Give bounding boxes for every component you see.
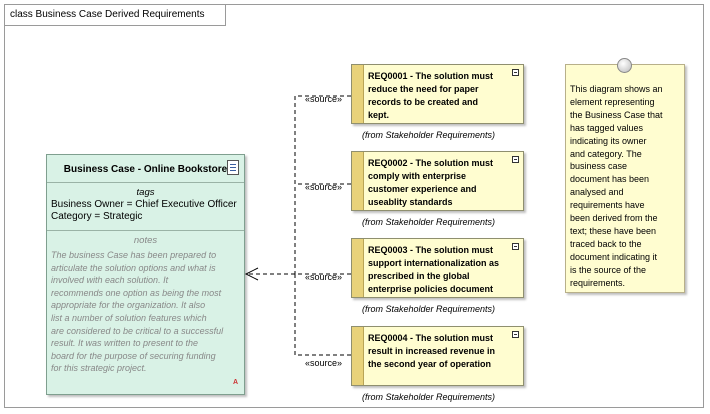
requirement-bar <box>352 239 364 297</box>
corner-mark: A <box>232 379 238 386</box>
document-icon <box>227 160 239 175</box>
business-case-notes: The business Case has been prepared to a… <box>51 249 243 375</box>
requirement-line: REQ0001 - The solution must <box>368 71 494 81</box>
requirement-line: REQ0003 - The solution must <box>368 245 494 255</box>
diagram-note[interactable]: This diagram shows an element representi… <box>565 64 685 293</box>
business-case-divider <box>47 182 244 183</box>
note-line: analysed and <box>570 187 624 198</box>
requirement-bar <box>352 152 364 210</box>
requirement-bar <box>352 327 364 385</box>
note-line: indicating its owner <box>570 135 647 146</box>
requirement-line: customer experience and <box>368 184 477 194</box>
note-line: traced back to the <box>570 238 642 249</box>
notes-line: are considered to be critical to a succe… <box>51 325 224 336</box>
notes-line: articulate the solution options and what… <box>51 262 216 273</box>
requirement-line: enterprise policies document <box>368 284 494 294</box>
diagram-frame <box>4 4 704 408</box>
requirement-icon <box>512 331 519 338</box>
pin-icon <box>617 58 632 73</box>
notes-line: result. It was written to present to the <box>51 338 199 349</box>
requirement-line: kept. <box>368 110 390 120</box>
requirement-bar <box>352 65 364 123</box>
notes-line: recommends one option as being the most <box>51 287 222 298</box>
requirement-line: support internationalization as <box>368 258 500 268</box>
requirement-req0001[interactable]: REQ0001 - The solution must reduce the n… <box>351 64 524 124</box>
business-case-divider <box>47 230 244 231</box>
requirement-line: records to be created and <box>368 97 479 107</box>
note-line: has tagged values <box>570 122 644 133</box>
requirement-req0004[interactable]: REQ0004 - The solution must result in in… <box>351 326 524 386</box>
note-line: been derived from the <box>570 213 658 224</box>
connector-req0001 <box>294 95 351 274</box>
connector-req0004 <box>294 274 351 356</box>
note-line: and category. The <box>570 148 642 159</box>
tag-business-owner: Business Owner = Chief Executive Officer <box>51 199 237 210</box>
requirement-line: prescribed in the global <box>368 271 470 281</box>
notes-line: for this strategic project. <box>51 363 147 374</box>
notes-line: The business Case has been prepared to <box>51 250 217 260</box>
requirement-package-label: (from Stakeholder Requirements) <box>362 217 496 227</box>
requirement-req0002[interactable]: REQ0002 - The solution must comply with … <box>351 151 524 211</box>
note-line: element representing <box>570 96 655 107</box>
requirement-line: useablity standards <box>368 197 453 207</box>
requirement-line: comply with enterprise <box>368 171 467 181</box>
notes-line: involved with each solution. It <box>51 275 169 286</box>
requirement-icon <box>512 243 519 250</box>
note-line: requirements have <box>570 200 645 211</box>
requirement-text: REQ0002 - The solution must comply with … <box>368 157 513 209</box>
requirement-line: REQ0002 - The solution must <box>368 158 494 168</box>
note-line: document indicating it <box>570 251 658 262</box>
notes-line: board for the purpose of securing fundin… <box>51 350 216 361</box>
connector-stereotype-label: «source» <box>305 272 343 282</box>
business-case-title: Business Case - Online Bookstore <box>63 164 228 175</box>
connector-stereotype-label: «source» <box>305 94 343 104</box>
note-line: text; these have been <box>570 225 657 236</box>
diagram-frame-title: class Business Case Derived Requirements <box>4 4 226 26</box>
tag-category: Category = Strategic <box>51 211 143 222</box>
notes-line: appropriate for the organization. It als… <box>51 300 206 311</box>
note-line: document has been <box>570 174 650 185</box>
requirement-package-label: (from Stakeholder Requirements) <box>362 130 496 140</box>
note-text: This diagram shows an element representi… <box>570 83 682 290</box>
notes-line: list a number of solution features which <box>51 312 207 323</box>
requirement-icon <box>512 69 519 76</box>
note-line: This diagram shows an <box>570 84 663 94</box>
requirement-text: REQ0004 - The solution must result in in… <box>368 332 513 371</box>
notes-label: notes <box>133 235 158 246</box>
note-line: business case <box>570 161 628 172</box>
requirement-req0003[interactable]: REQ0003 - The solution must support inte… <box>351 238 524 298</box>
note-line: requirements. <box>570 277 626 288</box>
connector-stereotype-label: «source» <box>305 358 343 368</box>
requirement-line: result in increased revenue in <box>368 346 496 356</box>
requirement-icon <box>512 156 519 163</box>
requirement-package-label: (from Stakeholder Requirements) <box>362 304 496 314</box>
requirement-text: REQ0001 - The solution must reduce the n… <box>368 70 513 122</box>
tags-label: tags <box>136 187 155 198</box>
requirement-line: REQ0004 - The solution must <box>368 333 494 343</box>
requirement-text: REQ0003 - The solution must support inte… <box>368 244 513 296</box>
note-line: the Business Case that <box>570 109 663 120</box>
note-line: is the source of the <box>570 264 647 275</box>
requirement-line: the second year of operation <box>368 359 492 369</box>
requirement-line: reduce the need for paper <box>368 84 479 94</box>
connector-arrowhead <box>244 267 259 281</box>
business-case-element[interactable]: Business Case - Online Bookstore tags Bu… <box>46 154 245 395</box>
connector-stereotype-label: «source» <box>305 182 343 192</box>
requirement-package-label: (from Stakeholder Requirements) <box>362 392 496 402</box>
